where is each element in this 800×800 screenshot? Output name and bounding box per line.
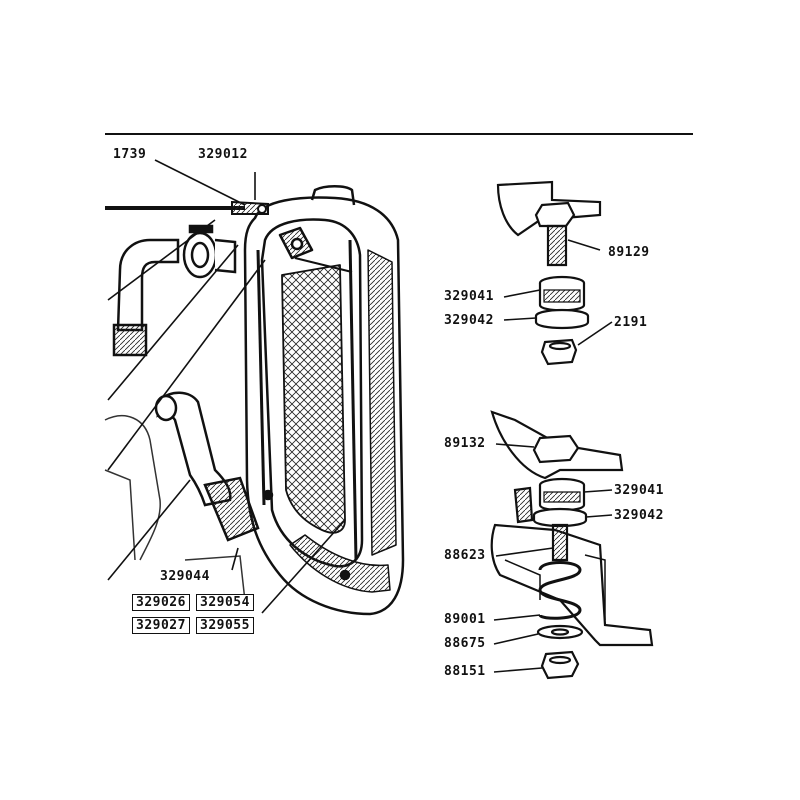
- engine-outline: [104, 415, 247, 611]
- label-329027: 329027: [132, 617, 190, 634]
- mount-assembly-top: [496, 180, 602, 366]
- label-329055: 329055: [196, 617, 254, 634]
- label-329042-mid: 329042: [614, 508, 664, 523]
- label-329042-top: 329042: [444, 313, 494, 328]
- lower-hose-329044: [154, 391, 260, 542]
- label-89132: 89132: [444, 436, 486, 451]
- label-1739: 1739: [113, 147, 147, 162]
- upper-hose: [112, 238, 180, 357]
- label-2191: 2191: [614, 315, 648, 330]
- leader-lines-left: [107, 159, 346, 614]
- label-329054: 329054: [196, 594, 254, 611]
- label-329041-mid: 329041: [614, 483, 664, 498]
- label-89129: 89129: [608, 245, 650, 260]
- label-88151: 88151: [444, 664, 486, 679]
- leader-lines-right: [493, 239, 613, 673]
- label-88675: 88675: [444, 636, 486, 651]
- label-329026: 329026: [132, 594, 190, 611]
- label-329012: 329012: [198, 147, 248, 162]
- label-89001: 89001: [444, 612, 486, 627]
- label-329041-top: 329041: [444, 289, 494, 304]
- radiator-assembly: [243, 185, 405, 616]
- hose-clamp: [182, 224, 237, 279]
- label-88623: 88623: [444, 548, 486, 563]
- rod-329012: [105, 200, 269, 215]
- mount-assembly-bottom: [490, 410, 654, 680]
- label-329044: 329044: [160, 569, 210, 584]
